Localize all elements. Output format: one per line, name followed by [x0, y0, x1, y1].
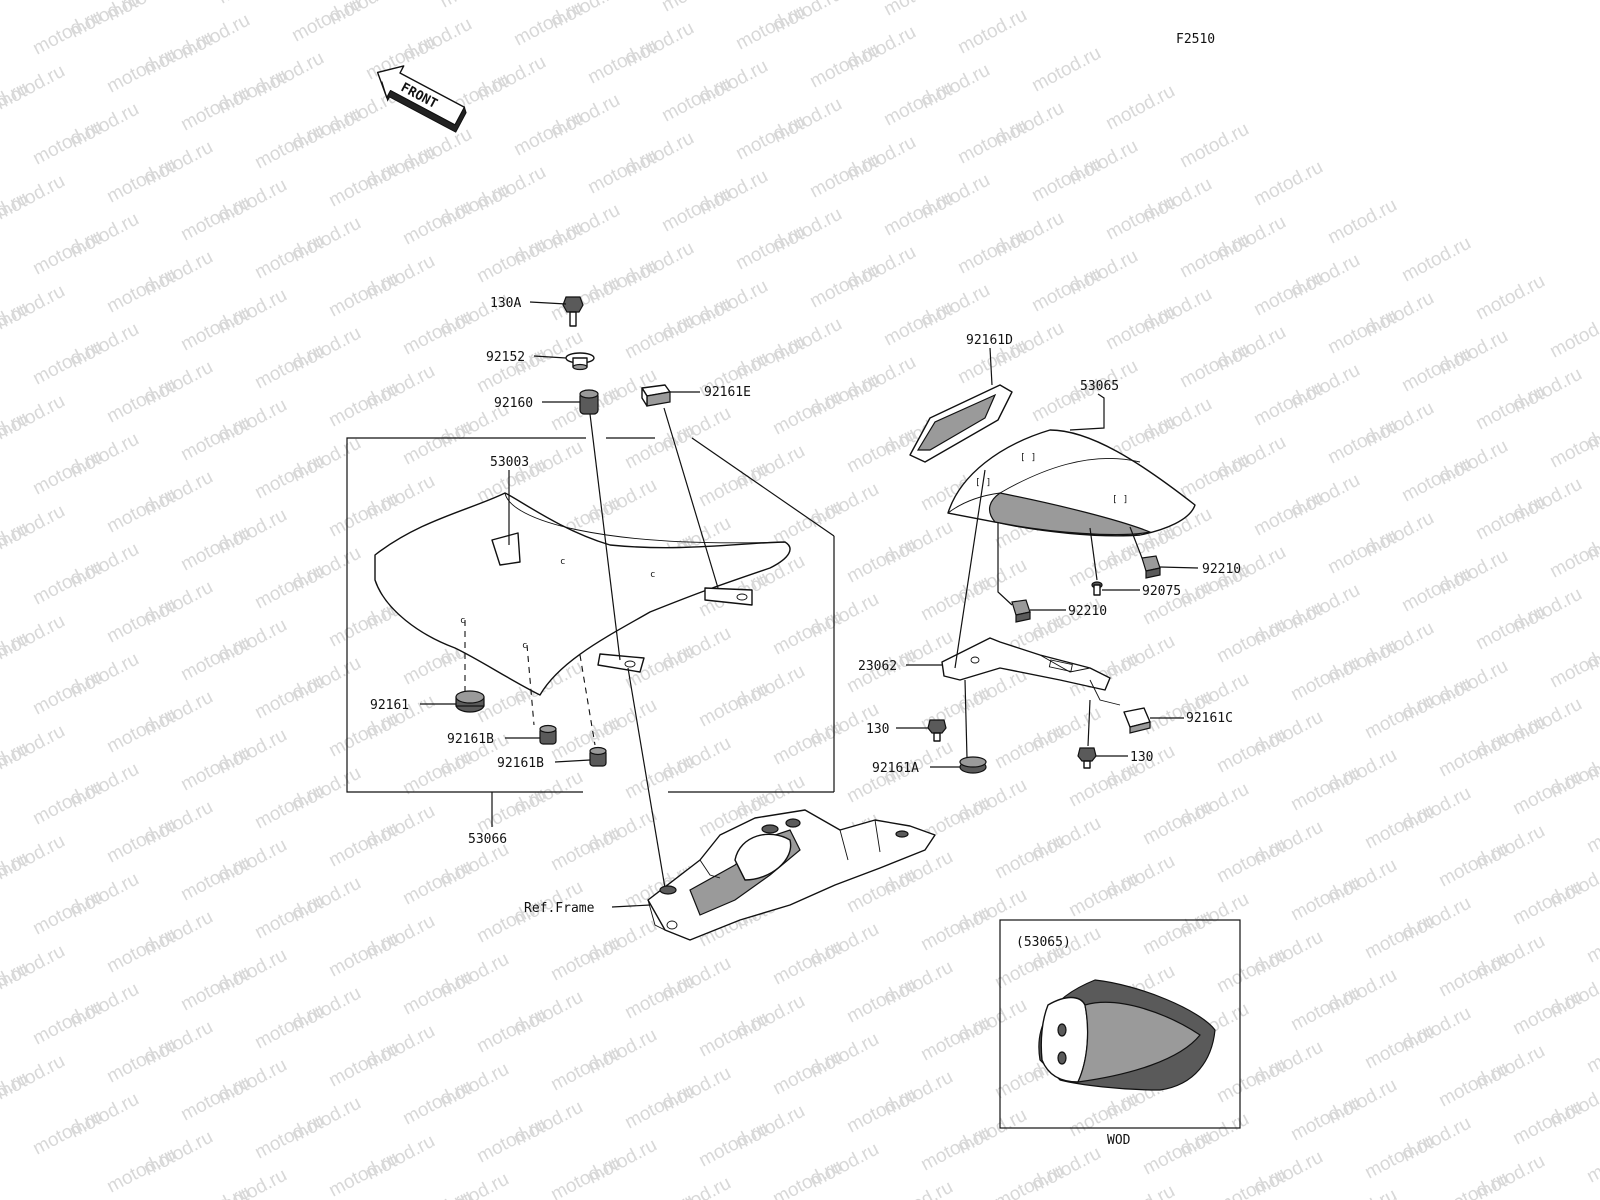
label-92152: 92152: [486, 350, 525, 365]
watermark-text: motod.ru: [1546, 639, 1600, 693]
svg-text:c: c: [460, 616, 465, 626]
cover-92161D-part: [909, 384, 1013, 463]
seat-assembly-box: [346, 437, 835, 793]
svg-text:c: c: [522, 641, 527, 651]
watermark-text: motod.ru: [214, 0, 290, 8]
bolt-130A-icon: [562, 296, 584, 327]
watermark-text: motod.ru: [1102, 81, 1178, 135]
bolt-130-right-icon: [1077, 747, 1097, 769]
watermark-text: motod.ru: [1546, 309, 1600, 363]
watermark-text: motod.ru: [1324, 1185, 1400, 1200]
label-23062: 23062: [858, 659, 897, 674]
watermark-text: motod.ru: [954, 5, 1030, 59]
watermark-text: motod.ru: [1583, 804, 1600, 858]
label-92210-left: 92210: [1068, 604, 1107, 619]
label-92161: 92161: [370, 698, 409, 713]
watermark-text: motod.ru: [769, 1156, 845, 1200]
variant-inset: (53065) WOD: [999, 919, 1241, 1148]
watermark-text: motod.ru: [1028, 43, 1104, 97]
svg-text:c: c: [650, 570, 655, 580]
label-92075: 92075: [1142, 584, 1181, 599]
watermark-text: motod.ru: [510, 0, 586, 50]
damper-92161A-icon: [959, 756, 987, 774]
rear-frame-part: [647, 809, 936, 941]
watermark-text: motod.ru: [399, 1186, 475, 1200]
watermark-text: motod.ru: [1583, 1024, 1600, 1078]
watermark-text: motod.ru: [991, 1160, 1067, 1200]
clip-92210-right-icon: [1141, 555, 1161, 579]
label-92161A: 92161A: [872, 761, 919, 776]
watermark-text: motod.ru: [0, 0, 32, 21]
label-53003: 53003: [490, 455, 529, 470]
watermark-text: motod.ru: [1583, 914, 1600, 968]
watermark-text: motod.ru: [1546, 419, 1600, 473]
svg-text:[ ]: [ ]: [1112, 495, 1128, 505]
watermark-text: motod.ru: [436, 0, 512, 12]
label-92161E: 92161E: [704, 385, 751, 400]
watermark-text: motod.ru: [1176, 119, 1252, 173]
damper-92161E-icon: [641, 384, 671, 407]
screw-92075-icon: [1091, 581, 1103, 596]
svg-text:c: c: [560, 557, 565, 567]
watermark-text: motod.ru: [1213, 1164, 1289, 1200]
label-92161B-upper: 92161B: [447, 732, 494, 747]
watermark-text: motod.ru: [0, 0, 69, 4]
watermark-text: motod.ru: [621, 1190, 697, 1200]
watermark-text: motod.ru: [288, 0, 364, 46]
watermark-text: motod.ru: [1472, 271, 1548, 325]
label-92161C: 92161C: [1186, 711, 1233, 726]
watermark-text: motod.ru: [1583, 1134, 1600, 1188]
pad-92161C-icon: [1123, 707, 1151, 734]
watermark-text: motod.ru: [1546, 1189, 1600, 1200]
label-130-left: 130: [866, 722, 889, 737]
watermark-text: motod.ru: [1250, 157, 1326, 211]
svg-text:[ ]: [ ]: [1020, 453, 1036, 463]
watermark-text: motod.ru: [658, 0, 734, 16]
front-seat-part: c c c c: [374, 492, 791, 746]
label-53066: 53066: [468, 832, 507, 847]
label-92210-right: 92210: [1202, 562, 1241, 577]
watermark-text: motod.ru: [880, 0, 956, 20]
clip-92210-left-icon: [1011, 599, 1031, 623]
label-130A: 130A: [490, 296, 521, 311]
label-130-right: 130: [1130, 750, 1153, 765]
watermark-text: motod.ru: [1435, 1168, 1511, 1200]
bolt-130-left-icon: [927, 719, 947, 742]
watermark-text: motod.ru: [1102, 1181, 1178, 1200]
watermark-text: motod.ru: [177, 1182, 253, 1200]
damper-92161B-lower-icon: [589, 746, 607, 767]
watermark-text: motod.ru: [658, 1173, 734, 1200]
watermark-text: motod.ru: [547, 1152, 623, 1200]
watermark-text: motod.ru: [880, 1177, 956, 1200]
bracket-23062-part: [941, 637, 1121, 706]
label-92160: 92160: [494, 396, 533, 411]
watermark-text: motod.ru: [1324, 195, 1400, 249]
label-ref-frame: Ref.Frame: [524, 901, 595, 916]
seat-cover-53065-part: [ ] [ ] [ ]: [947, 429, 1196, 537]
damper-92161B-upper-icon: [539, 724, 557, 745]
inset-title: (53065): [1016, 935, 1071, 950]
inset-caption: WOD: [1107, 1133, 1131, 1148]
label-53065: 53065: [1080, 379, 1119, 394]
damper-92161-icon: [455, 690, 485, 713]
damper-92160-icon: [579, 389, 599, 415]
watermark-text: motod.ru: [1398, 233, 1474, 287]
collar-92152-icon: [565, 352, 595, 371]
label-92161B-lower: 92161B: [497, 756, 544, 771]
label-92161D: 92161D: [966, 333, 1013, 348]
watermark-text: motod.ru: [1546, 529, 1600, 583]
diagram-code: F2510: [1176, 32, 1215, 47]
